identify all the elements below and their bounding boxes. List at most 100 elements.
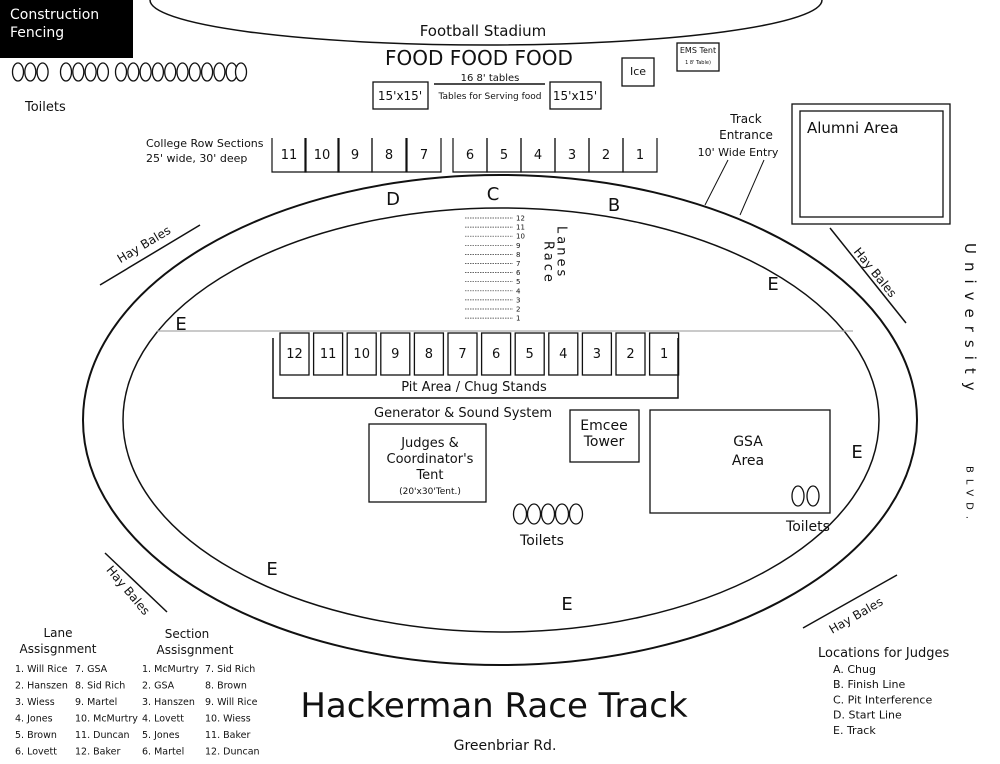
lane-assignment-title: Lane — [43, 626, 72, 640]
judge-locations-title: Locations for Judges — [818, 646, 949, 661]
lane-number: 1 — [516, 315, 520, 323]
toilet-icon — [188, 62, 201, 82]
assignment-item: 1. McMurtry — [142, 664, 199, 675]
track-entrance-label: Entrance — [719, 128, 773, 142]
toilet-icon — [24, 62, 37, 82]
assignment-item: 9. Martel — [75, 697, 117, 708]
college-row-section — [271, 138, 307, 173]
chug-stand-number: 8 — [425, 347, 433, 362]
alumni-area-label: Alumni Area — [807, 119, 899, 137]
toilet-icon — [200, 62, 214, 82]
judge-location-c: C — [487, 184, 500, 205]
college-row-section — [371, 138, 407, 173]
assignment-item: 6. Martel — [142, 747, 184, 758]
lane-number: 9 — [516, 242, 520, 250]
chug-stand — [648, 332, 680, 376]
chug-stand-number: 9 — [391, 347, 399, 362]
toilet-icon — [59, 62, 73, 82]
lane-number: 8 — [516, 251, 520, 259]
hay-bales-label: Hay Bales — [851, 245, 900, 300]
chug-stand — [279, 332, 310, 376]
chug-stand — [346, 332, 377, 376]
assignment-item: 2. GSA — [142, 681, 175, 692]
emcee-tower-box — [569, 409, 640, 463]
lane-number: 6 — [516, 269, 521, 277]
toilet-row-center — [512, 503, 584, 525]
ems-tent-box — [676, 42, 720, 72]
construction-fencing-legend — [0, 0, 133, 58]
assignment-item: 7. GSA — [75, 664, 108, 675]
chug-stand-number: 3 — [593, 347, 601, 362]
section-number: 7 — [420, 148, 428, 163]
section-number: 1 — [636, 148, 644, 163]
toilet-icon — [568, 503, 584, 525]
section-number: 10 — [314, 148, 331, 163]
toilet-icon — [554, 503, 570, 525]
toilet-icon — [234, 62, 248, 82]
road-label: Greenbriar Rd. — [454, 738, 557, 754]
toilet-icon — [114, 62, 128, 82]
assignment-item: 3. Hanszen — [142, 697, 195, 708]
college-row-dims: 25' wide, 30' deep — [146, 152, 247, 165]
judge-location-e: E — [561, 594, 572, 615]
toilet-icon — [96, 62, 110, 82]
chug-stand-number: 5 — [526, 347, 534, 362]
lane-number: 3 — [516, 296, 520, 304]
pit-area-label: Pit Area / Chug Stands — [401, 380, 547, 395]
judges-tent-label: Tent — [415, 468, 443, 483]
chug-stand-number: 6 — [492, 347, 500, 362]
toilets-gsa-label: Toilets — [785, 519, 830, 535]
chug-stand — [615, 332, 646, 376]
lanes-word: Lanes — [554, 226, 569, 279]
toilet-icon — [806, 485, 820, 507]
toilet-icon — [11, 62, 25, 82]
judge-location-e: E — [175, 314, 186, 335]
section-number: 5 — [500, 148, 508, 163]
football-stadium-outline — [149, 0, 823, 46]
assignment-item: 8. Brown — [205, 681, 247, 692]
emcee-tower-label: Tower — [583, 434, 625, 450]
judges-tent-size: (20'x30'Tent.) — [399, 487, 461, 497]
judge-location-d: D — [386, 189, 400, 210]
lane-number: 12 — [516, 215, 525, 223]
toilet-icon — [36, 62, 49, 82]
assignment-item: 11. Baker — [205, 730, 250, 741]
chug-stand — [413, 332, 445, 376]
hay-bales-line — [802, 574, 898, 629]
tent-right-box — [549, 81, 602, 110]
assignment-item: 3. Wiess — [15, 697, 55, 708]
chug-stand — [514, 332, 545, 376]
tent-left-label: 15'x15' — [378, 89, 422, 103]
assignment-item: 1. Will Rice — [15, 664, 68, 675]
entrance-line — [704, 159, 729, 206]
toilet-icon — [164, 62, 177, 82]
map-title: Hackerman Race Track — [300, 686, 688, 726]
section-number: 9 — [351, 148, 359, 163]
hay-bales-label: Hay Bales — [115, 223, 174, 266]
chug-stand-number: 1 — [660, 347, 668, 362]
toilet-icon — [540, 503, 556, 525]
toilet-row-top — [11, 62, 248, 82]
judge-location-item: D. Start Line — [833, 709, 902, 722]
lane-number: 5 — [516, 278, 520, 286]
judges-tent-label: Judges & — [400, 436, 459, 451]
toilet-icon — [151, 62, 165, 82]
section-number: 8 — [385, 148, 393, 163]
assignment-item: 8. Sid Rich — [75, 681, 125, 692]
assignment-item: 12. Duncan — [205, 747, 260, 758]
hay-bales-label: Hay Bales — [827, 595, 886, 637]
assignment-item: 4. Jones — [15, 714, 53, 725]
judge-location-b: B — [608, 195, 620, 216]
college-row-section — [304, 138, 340, 173]
toilet-icon — [72, 62, 85, 82]
toilet-icon — [139, 62, 152, 82]
assignment-item: 6. Lovett — [15, 747, 57, 758]
ems-tent-sub: 1 8' Table) — [685, 60, 711, 66]
section-number: 4 — [534, 148, 542, 163]
chug-stand-number: 2 — [626, 347, 634, 362]
section-assignment-title: Assisgnment — [157, 643, 234, 657]
tent-left-box — [372, 81, 429, 110]
